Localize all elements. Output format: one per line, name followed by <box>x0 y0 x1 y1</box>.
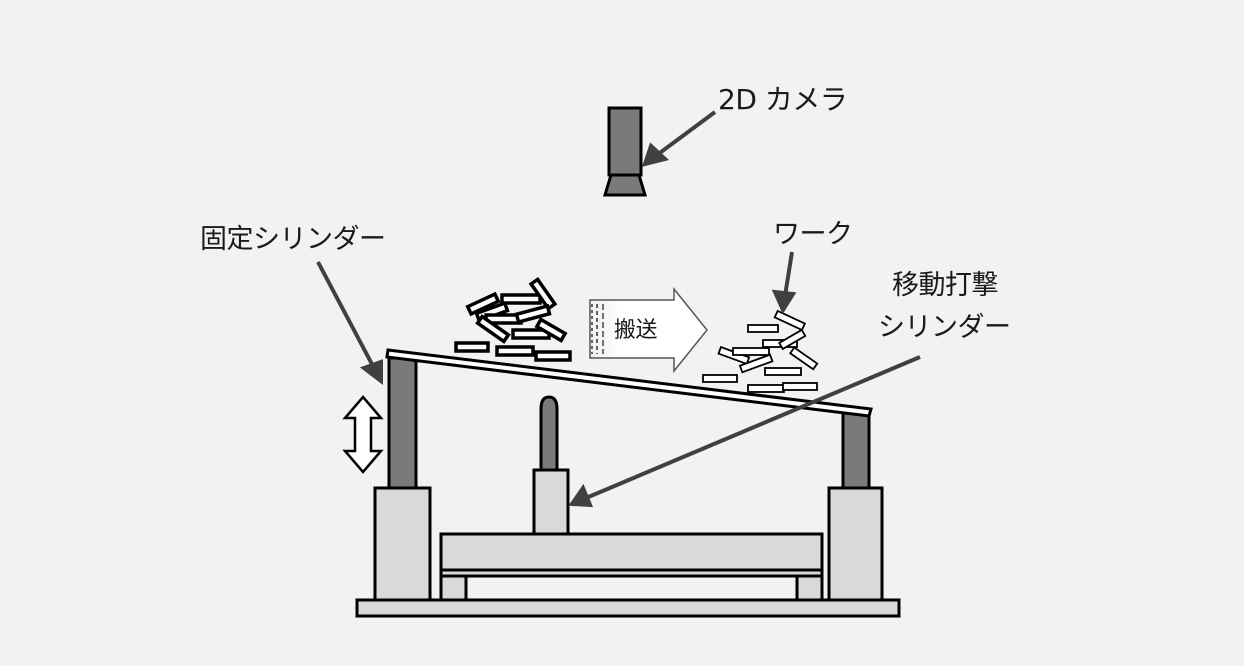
up-down-arrow-icon <box>342 395 384 474</box>
moving-cylinder-pointer-line <box>585 355 921 500</box>
transport-arrow-icon <box>589 286 708 374</box>
fixed-cylinder-right-rod <box>841 411 871 490</box>
work-piece <box>764 367 802 376</box>
camera-body <box>607 106 643 177</box>
work-pile-before <box>454 276 572 362</box>
work-piece <box>732 347 770 356</box>
pointer-arrows <box>316 110 921 508</box>
fixed-cylinder-left-rod <box>387 356 418 490</box>
work-piece <box>738 353 774 374</box>
work-pile-after <box>702 309 819 393</box>
base-plate <box>355 598 901 618</box>
table-block <box>439 532 824 572</box>
inclined-plate <box>385 348 873 418</box>
work-piece <box>454 341 490 353</box>
moving-cylinder-body <box>532 468 570 536</box>
work-piece <box>465 291 501 317</box>
work-piece <box>778 328 807 351</box>
fixed-cylinder-label: 固定シリンダー <box>200 224 386 255</box>
moving-cylinder-label-line2: シリンダー <box>878 312 1011 343</box>
moving-cylinder-pointer-head-icon <box>568 483 594 508</box>
work-piece <box>534 350 572 362</box>
work-piece <box>514 303 552 325</box>
fixed-cylinder-right-body <box>827 486 884 602</box>
camera-pointer-line <box>655 110 717 157</box>
fixed-cylinder-pointer-line <box>316 261 376 369</box>
fixed-cylinder-left-body <box>373 486 432 602</box>
work-piece <box>782 382 818 391</box>
moving-cylinder-rod <box>539 395 559 472</box>
work-piece <box>788 346 819 371</box>
work-label: ワーク <box>773 219 853 250</box>
work-piece <box>495 345 535 357</box>
camera-lens <box>602 173 648 197</box>
work-piece <box>475 314 511 344</box>
work-piece <box>534 317 568 343</box>
work-piece <box>747 384 785 393</box>
work-piece <box>528 276 558 312</box>
work-piece <box>500 293 542 305</box>
work-piece <box>747 324 779 333</box>
fixed-cylinder-pointer-head-icon <box>359 359 383 386</box>
camera-label: 2D カメラ <box>718 83 848 116</box>
work-piece <box>702 374 738 383</box>
transport-label: 搬送 <box>614 318 658 343</box>
work-piece <box>773 309 807 332</box>
moving-cylinder-label-line1: 移動打撃 <box>892 270 999 301</box>
work-pointer-line <box>783 251 794 297</box>
work-pointer-head-icon <box>771 289 797 315</box>
camera-pointer-head-icon <box>641 142 670 167</box>
